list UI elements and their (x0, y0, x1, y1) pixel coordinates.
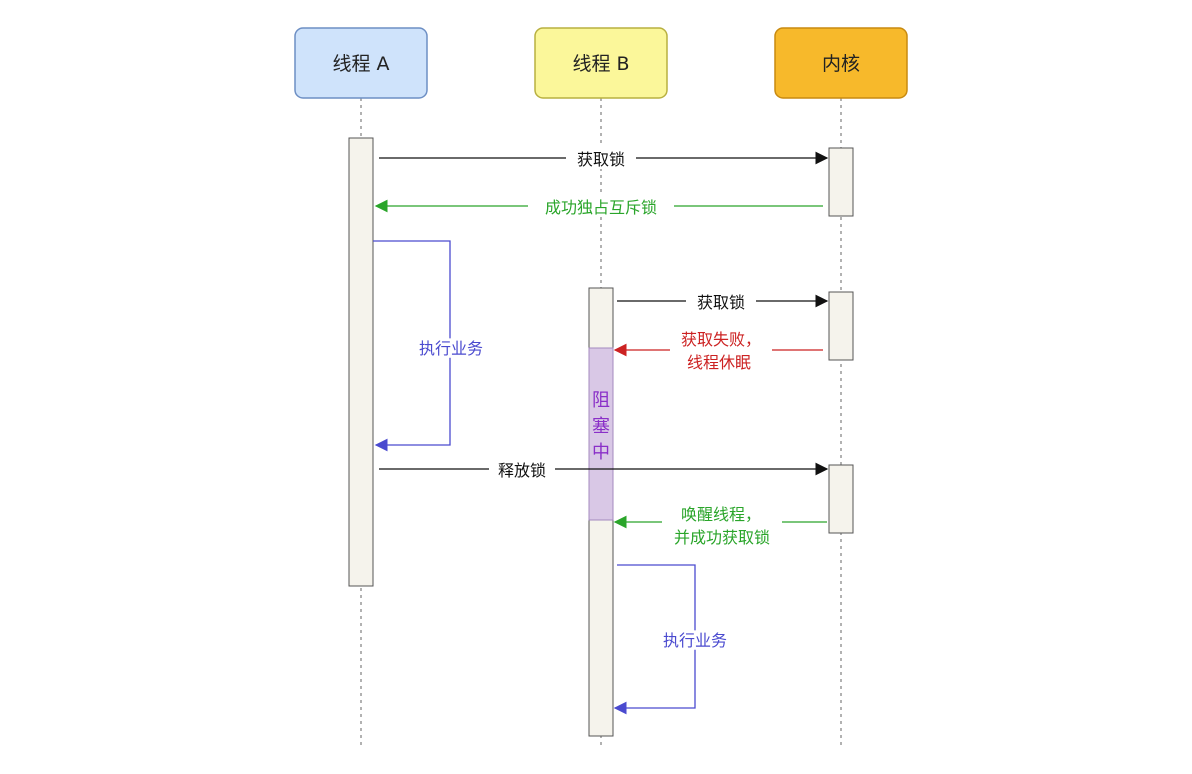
self-call-arrow-a (373, 240, 451, 452)
label-exec-a: 执行业务 (419, 339, 483, 358)
activation-kernel-3 (828, 464, 854, 534)
activation-kernel-1 (828, 147, 854, 217)
label-exec-b: 执行业务 (663, 631, 727, 650)
participant-label-thread-b: 线程 B (572, 53, 629, 75)
blocked-char-3: 中 (592, 442, 610, 463)
label-wake-b-line1: 唤醒线程， (681, 505, 761, 524)
activation-kernel-2 (828, 291, 854, 361)
blocked-char-2: 塞 (592, 416, 610, 437)
activation-thread-a (348, 137, 374, 587)
blocked-char-1: 阻 (592, 390, 610, 411)
participant-thread-a: 线程 A (294, 27, 428, 99)
participant-kernel: 内核 (774, 27, 908, 99)
participant-label-kernel: 内核 (822, 53, 860, 75)
blocked-region (588, 347, 614, 521)
label-acquire-a: 获取锁 (577, 150, 625, 169)
participant-thread-b: 线程 B (534, 27, 668, 99)
label-fail-b-line2: 线程休眠 (687, 353, 751, 372)
label-fail-b-line1: 获取失败， (681, 330, 761, 349)
label-wake-b-line2: 并成功获取锁 (674, 528, 770, 547)
label-acquire-b: 获取锁 (697, 293, 745, 312)
label-release-a: 释放锁 (498, 461, 546, 480)
participant-label-thread-a: 线程 A (332, 53, 389, 75)
label-success-a: 成功独占互斥锁 (545, 198, 657, 217)
self-call-arrow-b (613, 564, 696, 715)
